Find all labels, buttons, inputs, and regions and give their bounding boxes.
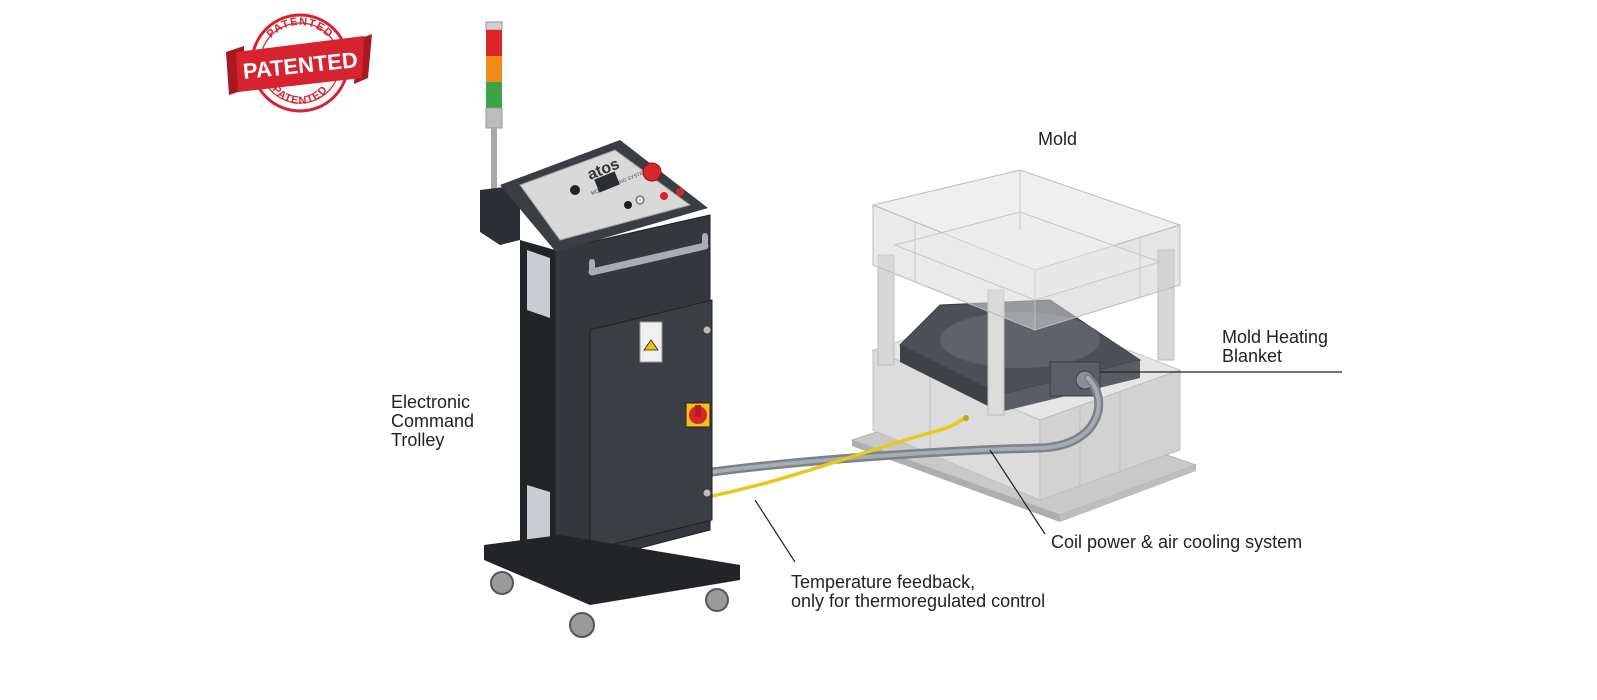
patented-badge: PATENTED PATENTED PATENTED bbox=[226, 13, 372, 113]
label-mold-heating-blanket: Mold Heating Blanket bbox=[1222, 328, 1328, 366]
label-mold: Mold bbox=[1038, 129, 1078, 149]
label-trolley-line-3: Trolley bbox=[391, 430, 445, 450]
leader-temperature bbox=[754, 499, 796, 563]
leader-lines bbox=[754, 371, 1342, 563]
label-temperature-line-1: Temperature feedback, bbox=[791, 572, 976, 592]
label-trolley-line-2: Command bbox=[391, 411, 475, 431]
label-electronic-command-trolley: Electronic Command Trolley bbox=[391, 393, 474, 450]
mold bbox=[850, 169, 1198, 522]
label-temperature-feedback: Temperature feedback, only for thermoreg… bbox=[791, 573, 1045, 611]
label-temperature-line-2: only for thermoregulated control bbox=[791, 591, 1046, 611]
cables bbox=[707, 373, 1104, 498]
leader-coil bbox=[989, 449, 1046, 535]
label-blanket-line-2: Blanket bbox=[1222, 346, 1283, 366]
label-blanket-line-1: Mold Heating bbox=[1222, 327, 1329, 347]
command-trolley: atos MOLD HEATING SYSTEM bbox=[480, 21, 740, 638]
label-trolley-line-1: Electronic bbox=[391, 392, 471, 412]
label-coil-power: Coil power & air cooling system bbox=[1051, 532, 1303, 552]
